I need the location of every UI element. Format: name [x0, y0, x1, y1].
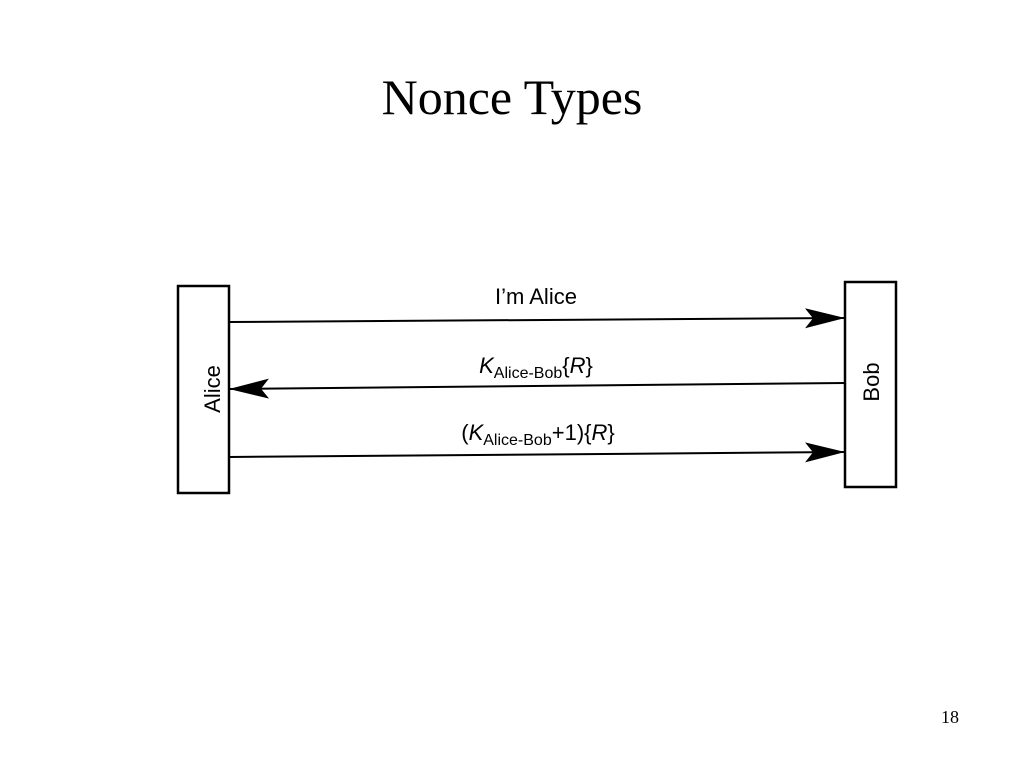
slide-title: Nonce Types [381, 69, 643, 125]
message-3: (KAlice-Bob+1){R} [228, 420, 846, 463]
alice-box [176, 284, 231, 495]
message-3-close-brace: } [607, 420, 614, 445]
message-3-label: (KAlice-Bob+1){R} [461, 420, 615, 449]
message-2-key: K [479, 353, 495, 378]
message-2-open-brace: { [562, 353, 569, 378]
message-3-increment: +1){ [552, 420, 592, 445]
message-3-subscript: Alice-Bob [483, 432, 552, 449]
bob-label: Bob [859, 362, 884, 401]
message-2-subscript: Alice-Bob [494, 365, 563, 382]
message-1-text: I’m Alice [495, 284, 577, 309]
bob-box [843, 280, 898, 489]
message-2-label: KAlice-Bob{R} [479, 353, 593, 382]
message-3-payload: R [592, 420, 608, 445]
slide-number: 18 [941, 707, 959, 727]
message-1-label: I’m Alice [495, 284, 577, 309]
message-2: KAlice-Bob{R} [228, 353, 846, 399]
alice-label: Alice [200, 365, 225, 413]
message-1-arrow [228, 308, 846, 329]
message-1: I’m Alice [228, 284, 846, 329]
participant-bob: Bob [843, 280, 898, 489]
message-2-close-brace: } [586, 353, 593, 378]
message-2-arrow [228, 378, 846, 399]
participant-alice: Alice [176, 284, 231, 495]
message-3-key: K [469, 420, 485, 445]
message-2-payload: R [570, 353, 586, 378]
message-3-open-paren: ( [461, 420, 469, 445]
message-3-arrow [228, 442, 846, 463]
